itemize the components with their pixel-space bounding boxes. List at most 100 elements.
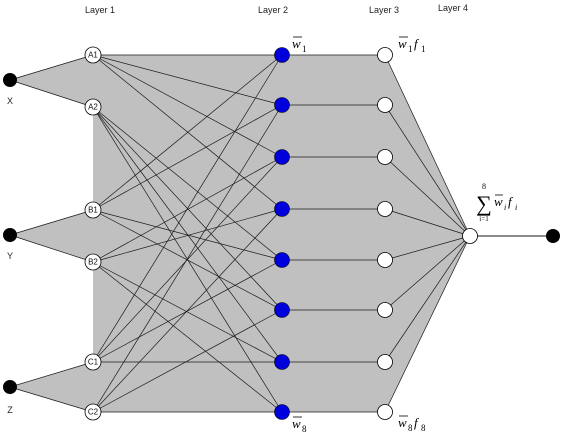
membership-node-b1-label: B1 [88, 206, 98, 215]
summation-edge [384, 235, 471, 363]
rule-edge [92, 106, 283, 261]
output-node [546, 229, 560, 243]
rule-edge [92, 156, 283, 263]
rule-node-3 [274, 149, 290, 165]
rule-edge [92, 261, 283, 413]
norm-node-5 [377, 252, 393, 268]
layer-1-nodes: A1 A2 B1 B2 C1 C2 [84, 46, 102, 421]
norm-node-7 [377, 354, 393, 370]
membership-node-c1: C1 [84, 353, 102, 371]
summation-edge [384, 235, 471, 261]
term-label-w8f8: w 8 f 8 [398, 415, 426, 433]
norm-node-8 [377, 404, 393, 420]
membership-node-b2: B2 [84, 253, 102, 271]
summation-edge [384, 235, 471, 311]
rule-edge [92, 54, 283, 211]
rule-edge [92, 261, 283, 363]
input-edge [9, 361, 94, 388]
rule-node-7 [274, 354, 290, 370]
norm-node-2 [377, 97, 393, 113]
term-label-w1f1-wsub: 1 [408, 44, 413, 54]
layer-1-label: Layer 1 [85, 5, 115, 15]
norm-node-4 [377, 201, 393, 217]
shaded-regions [10, 55, 470, 412]
rule-edge [92, 104, 283, 211]
summation-upper-limit: 8 [482, 182, 486, 191]
membership-node-b1: B1 [84, 201, 102, 219]
input-label-x: X [7, 96, 13, 106]
rule-node-8 [274, 404, 290, 420]
weight-label-w8-subscript: 8 [302, 424, 307, 433]
summation-edge [384, 208, 471, 237]
input-label-z: Z [7, 405, 13, 415]
rule-edge [92, 54, 283, 210]
rule-edge [92, 208, 283, 263]
weight-label-w1-subscript: 1 [302, 44, 307, 54]
membership-node-c1-label: C1 [88, 358, 99, 367]
term-label-w8f8-f: f [414, 415, 420, 430]
summation-edge [384, 104, 471, 237]
summation-edge [384, 235, 471, 413]
layer-2-label: Layer 2 [258, 5, 288, 15]
layer-4-label: Layer 4 [438, 3, 468, 13]
input-edge [9, 386, 94, 413]
membership-node-a1-label: A1 [88, 51, 98, 60]
norm-node-1 [377, 47, 393, 63]
summation-w-sub: i [504, 203, 506, 212]
shade-network-body [93, 55, 470, 412]
weight-label-w1: w 1 [292, 36, 307, 54]
norm-node-6 [377, 302, 393, 318]
summation-f-sub: i [515, 203, 517, 212]
input-label-y: Y [7, 251, 13, 261]
shade-z-fanout [10, 362, 93, 412]
membership-node-a1: A1 [84, 46, 102, 64]
input-edge [9, 79, 94, 108]
summation-formula: 8 ∑ i=1 w i f i [476, 182, 517, 223]
term-label-w8f8-fsub: 8 [421, 423, 426, 433]
rule-node-2 [274, 97, 290, 113]
term-label-w8f8-wsub: 8 [408, 423, 413, 433]
rule-edge [92, 106, 283, 363]
input-edge [9, 209, 94, 236]
rule-edge [92, 106, 283, 413]
layer-3-label: Layer 3 [369, 5, 399, 15]
rule-edge [92, 54, 283, 106]
layer1-to-layer2-edges [92, 54, 283, 413]
rule-edge [92, 104, 283, 413]
shade-y-fanout [10, 210, 93, 262]
term-label-w1f1-w: w [398, 36, 407, 51]
summation-edge [384, 156, 471, 237]
summation-sign: ∑ [476, 191, 492, 216]
term-label-w1f1: w 1 f 1 [398, 36, 426, 54]
norm-node-3 [377, 149, 393, 165]
summation-node [462, 228, 478, 244]
term-label-w1f1-fsub: 1 [421, 44, 426, 54]
membership-node-c2-label: C2 [88, 408, 99, 417]
membership-node-a2-label: A2 [88, 103, 98, 112]
rule-edge [92, 309, 283, 413]
rule-edge [92, 106, 283, 311]
weight-label-w8-symbol: w [292, 416, 301, 431]
summation-edge [384, 54, 471, 237]
layer-2-nodes [274, 47, 290, 420]
summation-f: f [508, 194, 514, 209]
summation-w: w [494, 194, 503, 209]
input-nodes: X Y Z [3, 73, 17, 415]
weight-label-w8: w 8 [292, 416, 307, 433]
membership-node-c2: C2 [84, 403, 102, 421]
rule-node-4 [274, 201, 290, 217]
membership-node-b2-label: B2 [88, 258, 98, 267]
input-node-z [3, 380, 17, 394]
layer-3-nodes [377, 47, 393, 420]
weight-label-w1-symbol: w [292, 36, 301, 51]
rule-edge [92, 259, 283, 363]
rule-node-5 [274, 252, 290, 268]
input-edge [9, 234, 94, 263]
layer3-to-layer4-edges [384, 54, 471, 413]
membership-node-a2: A2 [84, 98, 102, 116]
summation-lower-limit: i=1 [479, 215, 489, 223]
rule-node-6 [274, 302, 290, 318]
rule-edge [92, 208, 283, 413]
layer2-to-layer3-edges [282, 54, 385, 413]
